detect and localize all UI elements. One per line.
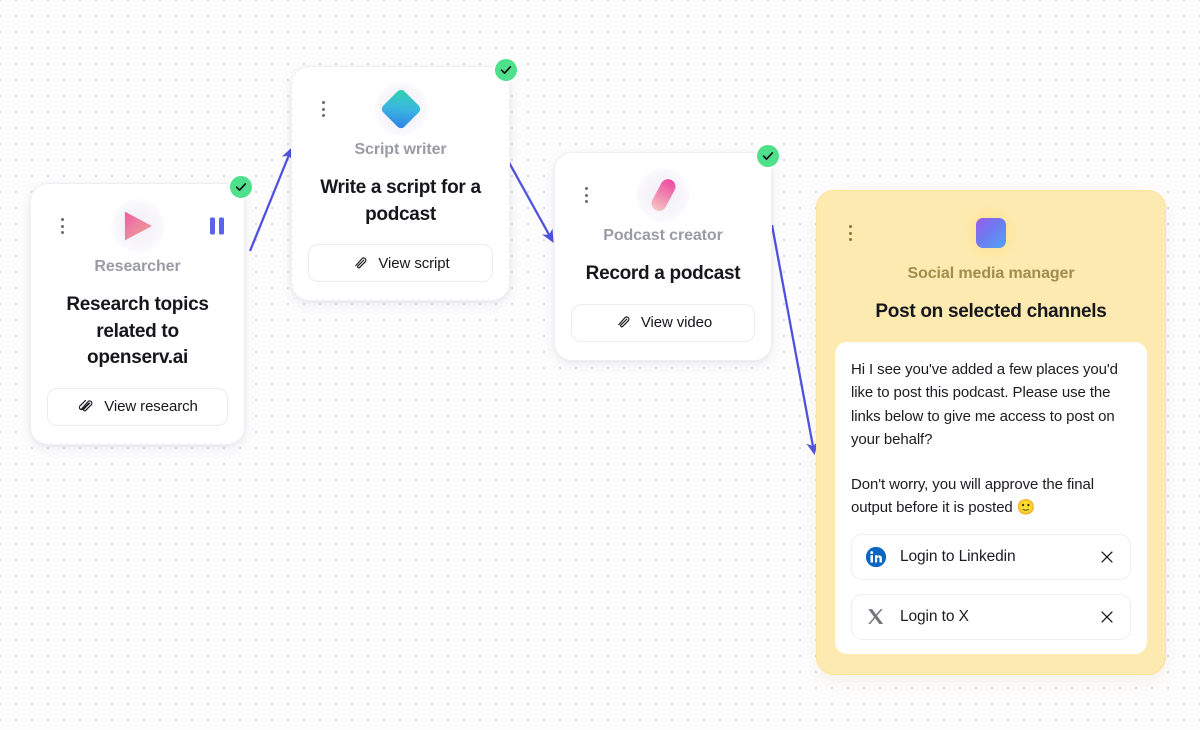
paperclip-icon	[79, 400, 93, 412]
node-card-social-media-manager[interactable]: Social media manager Post on selected ch…	[816, 190, 1166, 675]
card-header	[835, 205, 1147, 261]
kebab-menu-icon[interactable]	[314, 98, 332, 120]
card-header	[47, 198, 228, 254]
node-card-podcast-creator[interactable]: Podcast creator Record a podcast View vi…	[554, 143, 781, 361]
avatar	[964, 206, 1018, 260]
button-label: View script	[378, 254, 450, 272]
diamond-icon	[379, 87, 422, 131]
play-triangle-icon	[124, 211, 152, 241]
view-video-button[interactable]: View video	[571, 303, 755, 342]
message-paragraph-2: Don't worry, you will approve the final …	[851, 475, 1094, 517]
avatar	[636, 168, 690, 222]
linkedin-icon	[865, 546, 887, 567]
view-research-button[interactable]: View research	[47, 387, 228, 426]
task-title: Research topics related to openserv.ai	[66, 294, 209, 369]
message-paragraph-1: Hi I see you've added a few places you'd…	[851, 360, 1118, 449]
node-card-script-writer[interactable]: Script writer Write a script for a podca…	[291, 57, 519, 302]
agent-role-label: Social media manager	[907, 265, 1075, 282]
agent-role-label: Script writer	[354, 141, 447, 158]
login-x-label: Login to X	[900, 607, 969, 625]
status-badge-complete	[755, 143, 781, 169]
node-card-researcher[interactable]: Researcher Research topics related to op…	[30, 174, 254, 445]
check-icon	[235, 183, 247, 191]
kebab-menu-icon[interactable]	[53, 215, 71, 237]
close-icon[interactable]	[1098, 548, 1116, 566]
task-title: Write a script for a podcast	[320, 177, 481, 225]
close-icon[interactable]	[1098, 608, 1116, 626]
kebab-menu-icon[interactable]	[577, 184, 595, 206]
connector-script-writer-to-podcast-creator	[504, 156, 554, 243]
status-badge-complete	[228, 174, 254, 200]
card-header	[571, 167, 755, 223]
x-twitter-icon	[868, 608, 884, 624]
check-icon	[762, 152, 774, 160]
login-linkedin-row[interactable]: Login to Linkedin	[851, 533, 1131, 580]
status-badge-complete	[493, 57, 519, 83]
connector-podcast-creator-to-social-manager	[770, 224, 819, 456]
button-label: View research	[104, 398, 198, 416]
pause-icon[interactable]	[210, 217, 224, 235]
login-linkedin-label: Login to Linkedin	[900, 547, 1016, 565]
agent-role-label: Researcher	[94, 258, 181, 275]
agent-role-label: Podcast creator	[603, 227, 723, 244]
view-script-button[interactable]: View script	[308, 244, 493, 283]
connector-researcher-to-script-writer	[248, 147, 293, 252]
task-title: Post on selected channels	[875, 301, 1107, 322]
avatar	[373, 82, 428, 136]
card-header	[308, 81, 493, 137]
rounded-square-icon	[976, 218, 1006, 248]
avatar	[110, 199, 165, 253]
message-panel: Hi I see you've added a few places you'd…	[835, 341, 1147, 654]
paperclip-icon	[355, 257, 367, 269]
task-title: Record a podcast	[585, 263, 741, 284]
kebab-menu-icon[interactable]	[841, 222, 859, 244]
check-icon	[500, 66, 512, 74]
paperclip-icon	[618, 316, 630, 328]
login-x-row[interactable]: Login to X	[851, 593, 1131, 640]
microphone-icon	[648, 176, 678, 214]
button-label: View video	[640, 314, 713, 332]
